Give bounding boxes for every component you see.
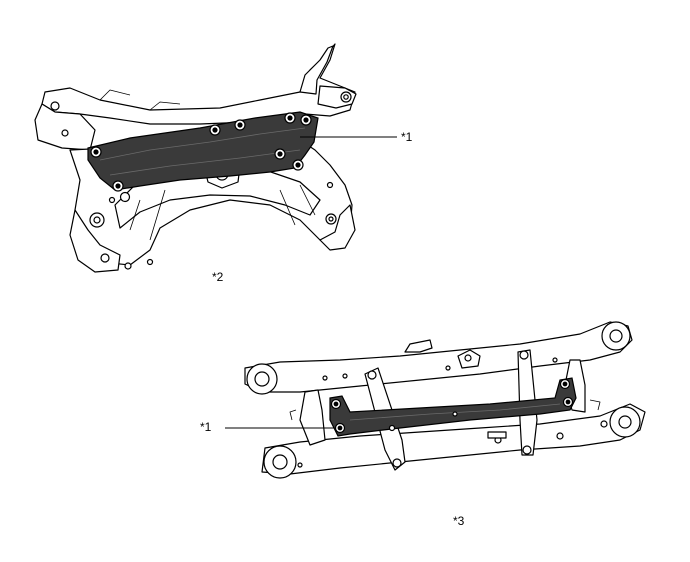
front-reinforcement-brace	[87, 111, 319, 203]
front-view-callout: *2	[212, 270, 224, 284]
rear-brace-callout: *1	[200, 420, 212, 434]
rear-reinforcement-brace	[329, 377, 577, 437]
rear-view-callout: *3	[453, 514, 465, 528]
front-brace-callout: *1	[401, 130, 413, 144]
rear-suspension-member	[244, 321, 646, 479]
